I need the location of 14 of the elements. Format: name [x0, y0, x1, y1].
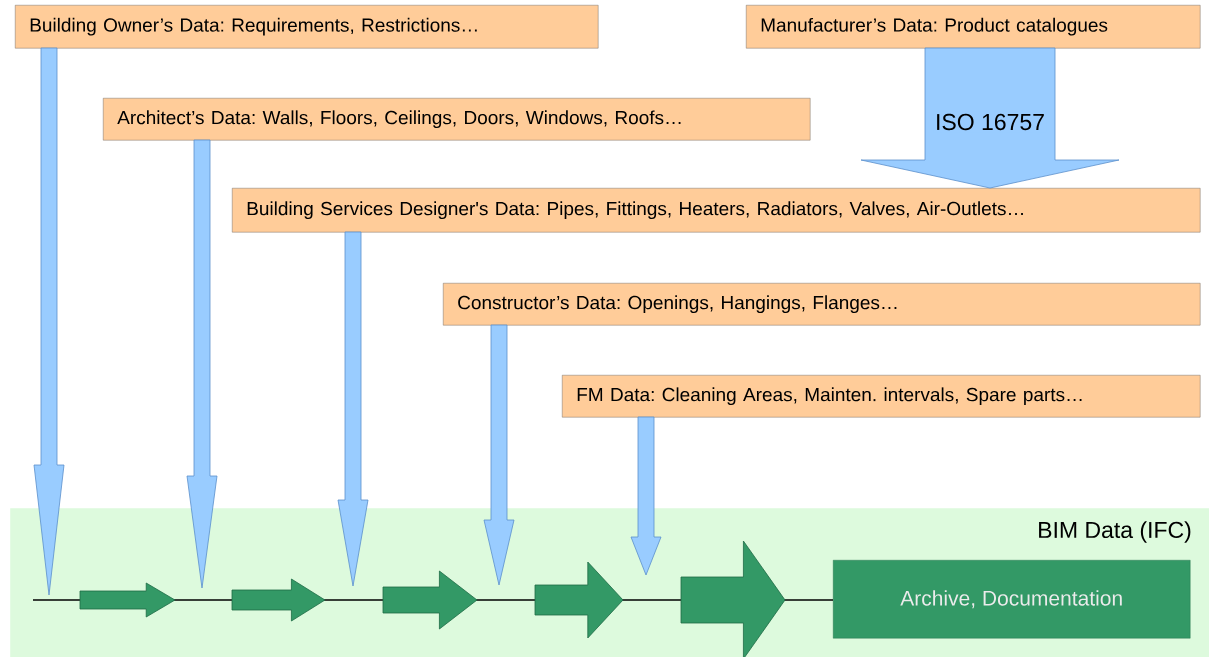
- data-box: Building Owner’s Data: Requirements, Restrictions…: [15, 5, 599, 49]
- arrow: [33, 47, 65, 596]
- edge-label: ISO 16757: [933, 111, 1047, 133]
- arrow: [483, 324, 515, 586]
- archive-box: Archive, Documentation: [833, 560, 1191, 639]
- data-box: Building Services Designer's Data: Pipes, Fittings, Heaters, Radiators, Valves, Air-Outlets…: [232, 188, 1201, 233]
- arrow: [337, 231, 369, 587]
- data-box: FM Data: Cleaning Areas, Mainten. intervals, Spare parts…: [562, 375, 1201, 418]
- arrow: [630, 416, 662, 576]
- arrow: [186, 139, 218, 589]
- band-title: BIM Data (IFC): [1039, 521, 1191, 543]
- data-box: Manufacturer’s Data: Product catalogues: [746, 5, 1201, 49]
- data-box: Architect’s Data: Walls, Floors, Ceilings, Doors, Windows, Roofs…: [103, 98, 811, 141]
- data-box: Constructor’s Data: Openings, Hangings, Flanges…: [443, 283, 1201, 326]
